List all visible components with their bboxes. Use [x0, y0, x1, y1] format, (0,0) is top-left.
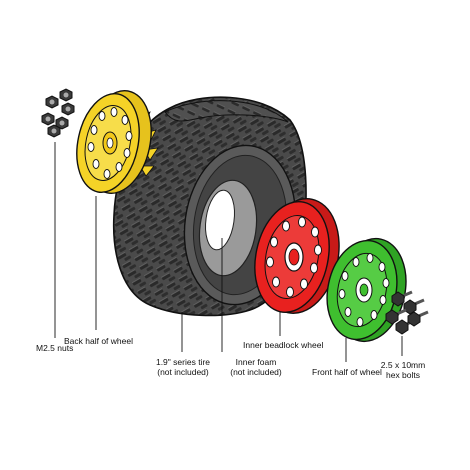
hex-bolt: [385, 308, 407, 325]
hex-bolts: [385, 290, 429, 335]
m25-nuts: [41, 88, 75, 138]
inner-beadlock-wheel: [254, 198, 340, 314]
hex-bolt: [407, 310, 429, 327]
hex-bolt: [391, 290, 413, 307]
hex-bolt: [403, 298, 425, 315]
nut: [45, 95, 59, 109]
nut: [59, 88, 73, 102]
label-tire: 1.9" series tire (not included): [155, 357, 211, 377]
nut: [55, 116, 69, 130]
nut: [41, 112, 55, 126]
label-back-half: Back half of wheel: [64, 336, 133, 346]
label-beadlock: Inner beadlock wheel: [243, 340, 324, 350]
label-foam: Inner foam (not included): [230, 357, 282, 377]
nut: [61, 102, 75, 116]
label-nuts: M2.5 nuts: [36, 343, 74, 353]
back-half-wheel: [76, 90, 159, 194]
leader-lines: [54, 142, 403, 362]
nut: [47, 124, 61, 138]
label-front-half: Front half of wheel: [312, 367, 382, 377]
label-bolts: 2.5 x 10mm hex bolts: [380, 360, 426, 380]
